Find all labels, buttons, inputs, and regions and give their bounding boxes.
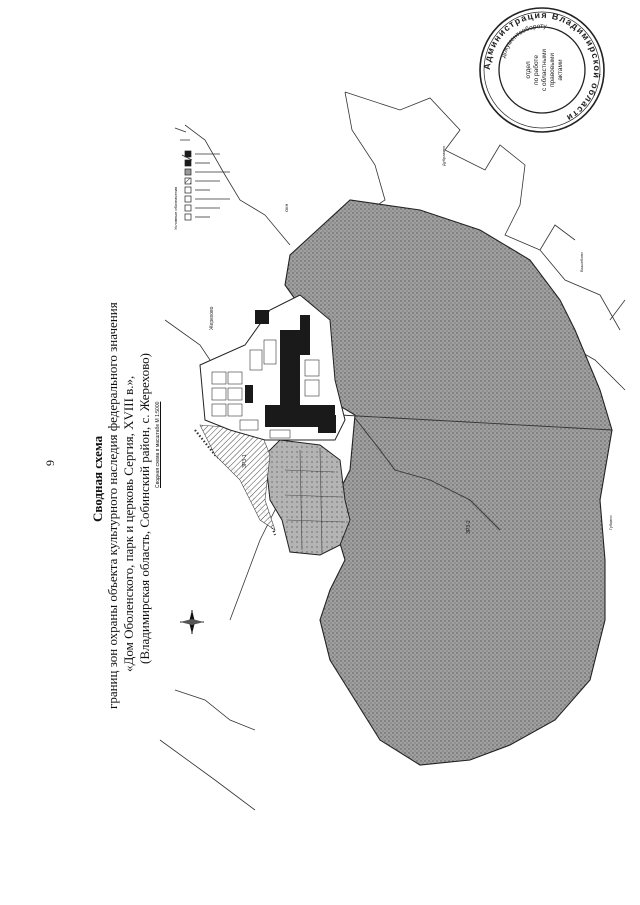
legend-item-6: [184, 168, 192, 176]
label-village: Жерехово: [209, 306, 215, 330]
legend-item-5: [184, 177, 192, 185]
zone-big: [284, 199, 613, 766]
stamp-inner-line: актами: [557, 59, 564, 81]
label-zone-small: ЗРЗ-1: [242, 454, 248, 468]
label-neighbor-right-mid: Вышебово: [579, 251, 584, 272]
map-labels: Жерехово ЗРЗ-1 ЗРЗ-2 Дубравино Вышебово …: [209, 145, 613, 534]
legend-item-8: [184, 150, 192, 158]
village-parcels: [211, 339, 320, 439]
zone-small-grid: [284, 447, 346, 553]
stamp-inner-line: отдел: [525, 61, 532, 78]
zone-small: [264, 439, 351, 556]
label-zone-big: ЗРЗ-2: [466, 520, 472, 534]
boundary-hatched-zone: [199, 424, 276, 531]
legend-title: Условные обозначения: [173, 187, 178, 230]
legend-item-1: [184, 213, 192, 221]
legend-item-7: [184, 159, 192, 167]
stamp-inner-line: с областными: [540, 49, 548, 91]
label-neighbor-right-top: Дубравино: [441, 145, 446, 166]
official-stamp: Администрация Владимирской области докум…: [479, 7, 605, 133]
legend-symbols: [174, 127, 193, 161]
stamp-inner-line: по работе: [532, 55, 540, 85]
compass-icon: [180, 610, 204, 634]
stamp-inner-line: правовыми: [549, 53, 556, 87]
legend-extra-mark: ОКН: [284, 204, 289, 212]
legend-item-2: [184, 204, 192, 212]
legend-item-3: [184, 195, 192, 203]
legend-item-4: [184, 186, 192, 194]
legend: Условные обозначения ОКН: [173, 150, 289, 230]
village-blocks: [245, 310, 336, 433]
label-neighbor-bottom: Губкино: [608, 515, 613, 530]
